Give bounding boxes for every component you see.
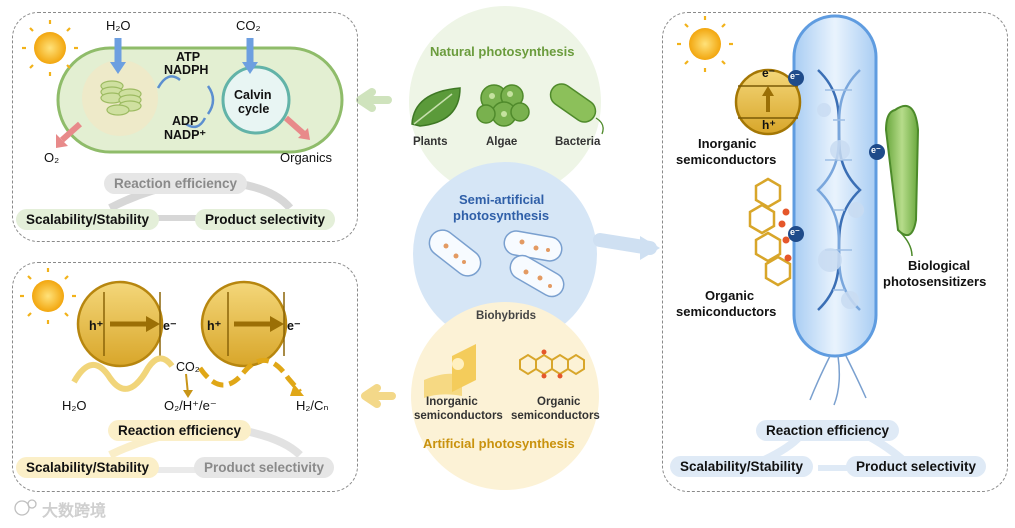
artificial-inorganic-line2: semiconductors: [414, 410, 503, 422]
hplus-2: h⁺: [207, 319, 222, 333]
sun-icon: [677, 16, 733, 72]
semi-panel: [662, 12, 1008, 492]
artificial-organic-line2: semiconductors: [511, 410, 600, 422]
h2c-label: H₂/Cₙ: [296, 398, 329, 413]
nadp-label: NADP⁺: [164, 128, 207, 142]
hplus-1: h⁺: [89, 319, 104, 333]
artificial-panel: [12, 262, 358, 492]
o2h-label: O₂/H⁺/e⁻: [164, 398, 217, 413]
o2-label: O₂: [44, 150, 60, 165]
atp-label: ATP: [176, 50, 201, 64]
natural-panel: [12, 12, 358, 242]
semi-bio-line1: Biological: [908, 258, 971, 273]
natural-title: Natural photosynthesis: [430, 44, 575, 59]
semi-organic-line2: semiconductors: [676, 304, 777, 319]
co2-label-art: CO₂: [176, 360, 200, 374]
adp-label: ADP: [172, 114, 199, 128]
semi-metric-scalability: Scalability/Stability: [670, 456, 814, 477]
semi-bio-line2: photosensitizers: [883, 274, 987, 289]
natural-metric-efficiency: Reaction efficiency: [104, 173, 248, 194]
h2o-label-art: H₂O: [62, 398, 87, 413]
calvin-line1: Calvin: [234, 88, 272, 102]
semi-organic-line1: Organic: [705, 288, 755, 303]
co2-label: CO₂: [236, 18, 261, 33]
natural-item-bacteria: Bacteria: [555, 136, 601, 148]
semi-title-line1: Semi-artificial: [459, 192, 545, 207]
semi-inorganic-line1: Inorganic: [698, 136, 757, 151]
semi-eminus: e⁻: [762, 66, 776, 80]
eminus-2: e⁻: [287, 319, 301, 333]
artificial-metric-scalability: Scalability/Stability: [16, 457, 160, 478]
eminus-1: e⁻: [163, 319, 177, 333]
semi-item-biohybrids: Biohybrids: [476, 310, 537, 322]
semi-e-badge-2: e⁻: [790, 227, 800, 237]
artificial-metric-selectivity: Product selectivity: [194, 457, 335, 478]
natural-metric-selectivity: Product selectivity: [195, 209, 336, 230]
artificial-organic-line1: Organic: [537, 396, 581, 408]
natural-item-algae: Algae: [486, 136, 518, 148]
watermark-text: 大数跨境: [42, 501, 107, 520]
semi-e-badge-3: e⁻: [871, 145, 881, 155]
h2o-label: H₂O: [106, 18, 131, 33]
organics-label: Organics: [280, 150, 333, 165]
natural-item-plants: Plants: [413, 136, 448, 148]
artificial-inorganic-line1: Inorganic: [426, 396, 478, 408]
natural-metric-scalability: Scalability/Stability: [16, 209, 160, 230]
sun-icon: [20, 268, 76, 324]
semi-hplus: h⁺: [762, 118, 776, 132]
nadph-label: NADPH: [164, 63, 209, 77]
calvin-line2: cycle: [238, 102, 270, 116]
artificial-metric-efficiency: Reaction efficiency: [108, 420, 252, 441]
semi-bg-circle: [413, 162, 597, 346]
artificial-bg-circle: [411, 302, 599, 490]
semi-title-line2: photosynthesis: [453, 208, 550, 223]
semi-metric-efficiency: Reaction efficiency: [756, 420, 900, 441]
semi-e-badge-1: e⁻: [790, 71, 800, 81]
semi-metric-selectivity: Product selectivity: [846, 456, 987, 477]
artificial-title: Artificial photosynthesis: [423, 436, 575, 451]
semi-inorganic-line2: semiconductors: [676, 152, 777, 167]
